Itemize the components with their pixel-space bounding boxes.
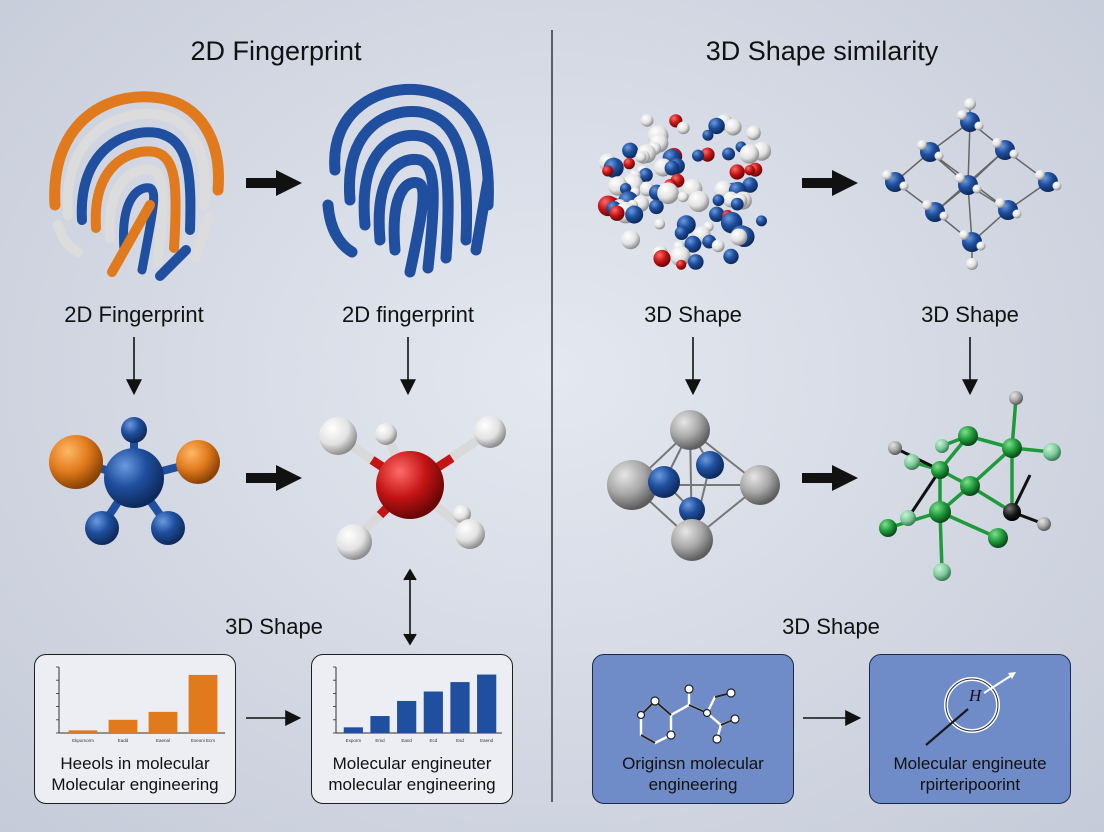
bar xyxy=(370,716,389,733)
bar xyxy=(149,712,178,733)
card-h-symbol: H Molecular engineute rpirteripoorint xyxy=(869,654,1071,804)
tick-label: Eaend xyxy=(480,738,494,743)
fingerprint-multicolor-icon xyxy=(55,97,219,276)
tick-label: Ecd xyxy=(429,738,437,743)
h-symbol: H xyxy=(968,686,983,705)
fingerprint-blue-icon xyxy=(328,89,488,272)
card2-line2: molecular engineering xyxy=(312,774,512,795)
big-arrow-fp xyxy=(246,170,302,196)
card4-line1: Molecular engineute xyxy=(870,753,1070,774)
bar xyxy=(450,682,469,733)
card1-line1: Heeols in molecular xyxy=(35,753,235,774)
bar-chart-orange: Ekpumorm Eadd Eaenal Exeoni Ecm xyxy=(41,661,229,747)
molecule-red-white-icon xyxy=(319,416,506,560)
card3-line1: Originsn molecular xyxy=(593,753,793,774)
atom-circle-icon: H xyxy=(922,663,1022,749)
bar xyxy=(397,701,416,733)
bar-chart-blue: Exporm Emd Eand Ecd Esd Eaend xyxy=(318,661,506,747)
card-orange-chart: Ekpumorm Eadd Eaenal Exeoni Ecm Heeols in m… xyxy=(34,654,236,804)
tick-label: Esd xyxy=(456,738,464,743)
tick-label: Emd xyxy=(375,738,385,743)
card1-line2: Molecular engineering xyxy=(35,774,235,795)
card-blue-chart: Exporm Emd Eand Ecd Esd Eaend Molecular engin… xyxy=(311,654,513,804)
bar xyxy=(69,730,98,733)
skeletal-structure-icon xyxy=(633,669,753,749)
tick-label: Eadd xyxy=(118,738,129,743)
bidirectional-arrow xyxy=(404,570,416,644)
big-arrow-mol-left xyxy=(246,465,302,491)
bar xyxy=(477,675,496,733)
molecule-cluster-icon xyxy=(598,114,771,270)
card4-line2: rpirteripoorint xyxy=(870,774,1070,795)
big-arrow-3d xyxy=(802,170,858,196)
bar xyxy=(344,727,363,733)
big-arrow-mol-right xyxy=(802,465,858,491)
bar xyxy=(424,692,443,733)
tick-label: Exporm xyxy=(346,738,362,743)
card2-line1: Molecular engineuter xyxy=(312,753,512,774)
bar xyxy=(109,720,138,733)
molecule-green-icon xyxy=(879,391,1061,581)
molecule-cage-icon xyxy=(882,98,1062,270)
tick-label: Exeoni Ecm xyxy=(191,738,215,743)
card-structure: Originsn molecular engineering xyxy=(592,654,794,804)
bar xyxy=(189,675,218,733)
card3-line2: engineering xyxy=(593,774,793,795)
molecule-blue-orange-icon xyxy=(49,417,220,545)
tick-label: Eaenal xyxy=(156,738,170,743)
tick-label: Eand xyxy=(401,738,412,743)
tick-label: Ekpumorm xyxy=(72,738,94,743)
molecule-gray-diamond-icon xyxy=(607,410,780,561)
